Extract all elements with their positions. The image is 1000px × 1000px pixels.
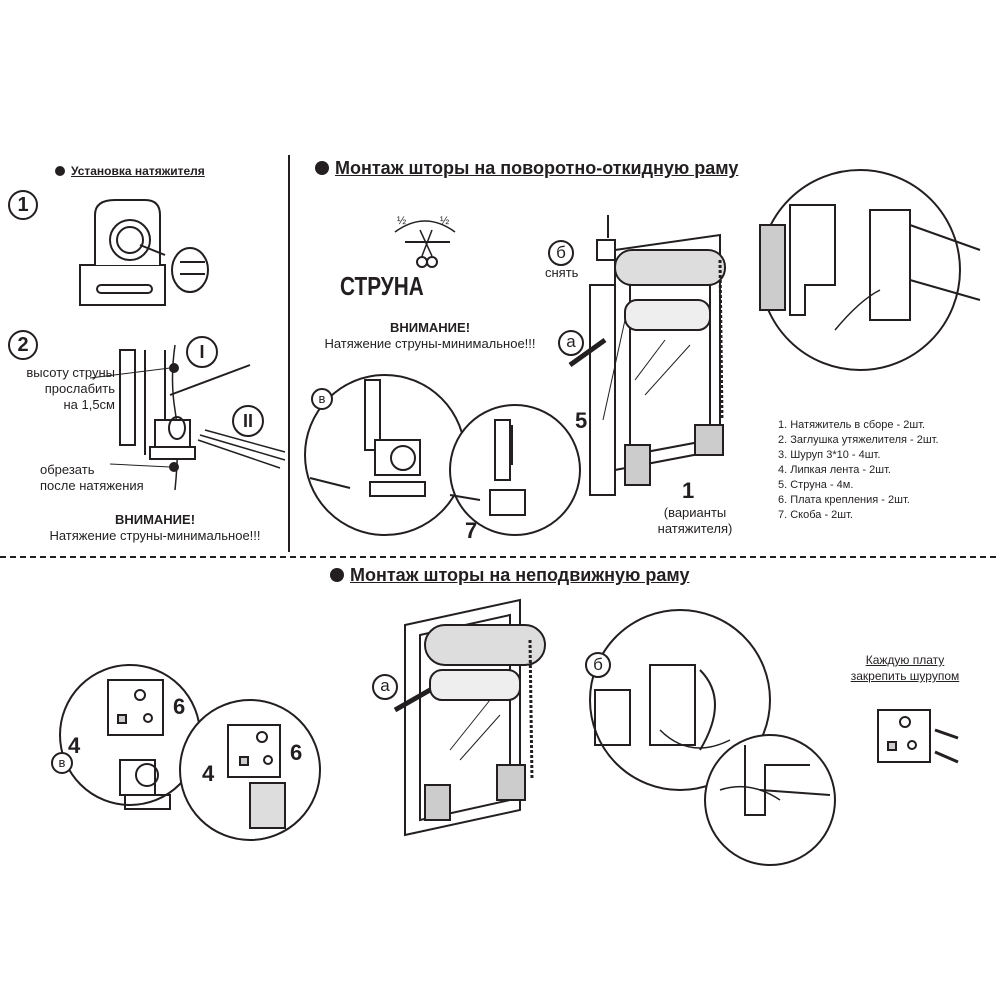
remove-label: снять [545,265,579,280]
zoom-circle-7 [449,404,581,536]
zoom-circle-b [589,609,771,791]
step-2-badge: 2 [8,330,38,360]
tensioner-section-title: Установка натяжителя [55,163,205,179]
half-label: ½ [397,215,407,227]
string-label: СТРУНА [340,271,424,301]
label-a: а [558,330,584,356]
fixed-window-illustration [393,598,546,837]
label-b: б [548,240,574,266]
parts-list: 1. Натяжитель в сборе - 2шт.2. Заглушка … [778,419,939,521]
half-label: ½ [440,215,450,227]
plate-with-screws [877,709,959,764]
label-v: в [311,388,333,410]
callout-5: 5 [575,408,588,433]
fixed-label-v: в [51,752,73,774]
fixed-section-title: Монтаж шторы на неподвижную раму [330,566,689,584]
tilt-section-title: Монтаж шторы на поворотно-откидную раму [315,159,738,177]
zoom-circle-cord [704,734,836,866]
callout-6: 6 [173,694,186,719]
fixed-label-b: б [585,652,611,678]
roman-2-badge: II [232,405,264,437]
tilt-warning: ВНИМАНИЕ!Натяжение струны-минимальное!!! [324,320,536,351]
fixed-label-a: а [372,674,398,700]
tension-string-illustration [89,344,286,491]
tilt-window-illustration [568,215,726,496]
scissors-string-icon [394,220,456,268]
tensioner-warning: ВНИМАНИЕ!Натяжение струны-минимальное!!! [49,512,261,543]
roman-1-badge: I [186,336,218,368]
callout-4: 4 [202,761,215,786]
tensioner-illustration [79,199,209,306]
callout-7: 7 [465,518,478,543]
callout-6: 6 [290,740,303,765]
bracket-detail [759,204,981,331]
callout-4: 4 [68,733,81,758]
callout-1: 1 [682,478,695,503]
step-1-badge: 1 [8,190,38,220]
